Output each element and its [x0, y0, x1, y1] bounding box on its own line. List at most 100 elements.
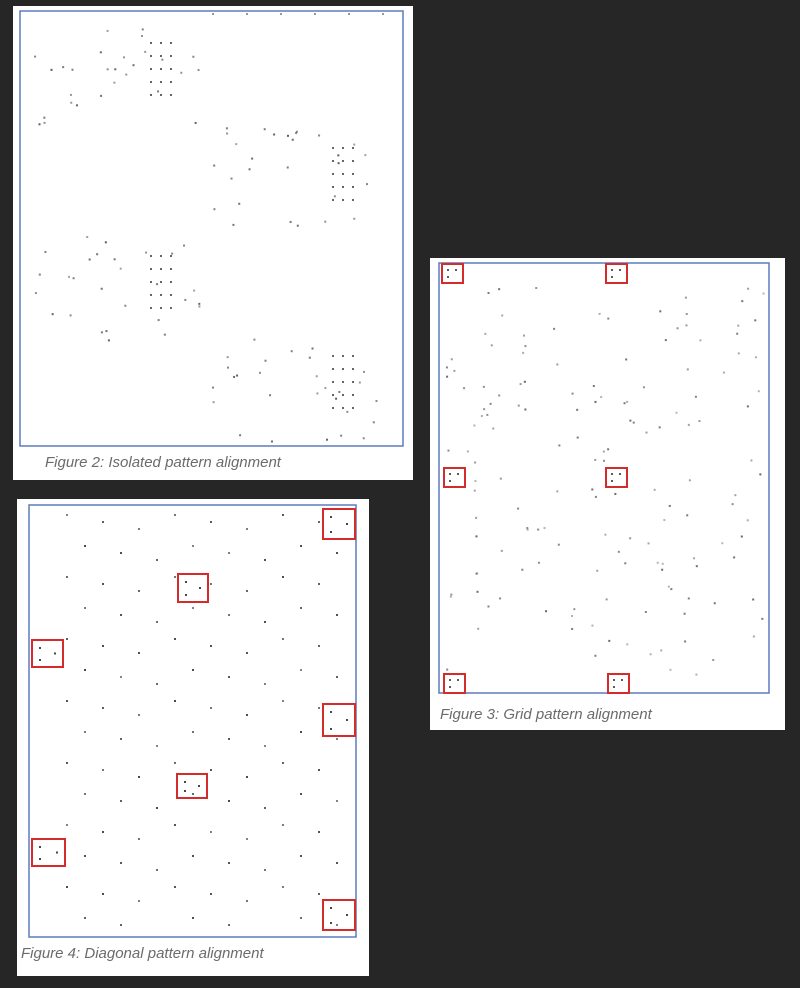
pattern-dot [264, 359, 267, 362]
pattern-dot [286, 134, 289, 137]
pattern-dot [686, 368, 689, 371]
pattern-dot [226, 356, 229, 359]
pattern-dot [213, 208, 216, 211]
pattern-dot [246, 776, 248, 778]
pattern-dot [318, 707, 320, 709]
pattern-dot [160, 307, 162, 309]
pattern-dot [318, 134, 321, 137]
pattern-dot [282, 576, 284, 578]
pattern-dot [499, 597, 502, 600]
pattern-dot [687, 597, 690, 600]
pattern-dot [330, 531, 332, 533]
pattern-dot [713, 602, 716, 605]
pattern-dot [160, 281, 162, 283]
pattern-dot [228, 738, 230, 740]
pattern-dot [449, 686, 451, 688]
pattern-dot [183, 244, 186, 247]
pattern-dot [251, 157, 254, 160]
pattern-dot [647, 542, 650, 545]
pattern-dot [571, 614, 574, 617]
pattern-dot [212, 13, 214, 15]
pattern-dot [483, 408, 486, 411]
alignment-highlight-box [443, 467, 466, 488]
pattern-dot [295, 132, 298, 135]
pattern-dot [603, 459, 606, 462]
pattern-dot [156, 283, 159, 286]
pattern-dot [239, 434, 242, 437]
pattern-dot [457, 473, 459, 475]
pattern-dot [611, 276, 613, 278]
pattern-dot [246, 590, 248, 592]
pattern-dot [66, 638, 68, 640]
pattern-dot [157, 319, 160, 322]
pattern-dot [43, 121, 46, 124]
pattern-dot [522, 351, 525, 354]
pattern-dot [591, 624, 594, 627]
pattern-dot [613, 679, 615, 681]
alignment-highlight-box [322, 899, 356, 931]
alignment-highlight-box [177, 573, 209, 603]
pattern-dot [761, 617, 764, 620]
pattern-dot [453, 369, 456, 372]
pattern-dot [157, 90, 160, 93]
pattern-dot [282, 638, 284, 640]
pattern-dot [450, 358, 453, 361]
pattern-dot [338, 391, 341, 394]
pattern-dot [487, 605, 490, 608]
pattern-dot [300, 855, 302, 857]
pattern-dot [658, 426, 661, 429]
pattern-dot [342, 160, 344, 162]
pattern-dot [84, 607, 86, 609]
pattern-dot [466, 450, 469, 453]
pattern-dot [737, 324, 740, 327]
pattern-dot [291, 138, 294, 141]
pattern-dot [591, 488, 594, 491]
pattern-dot [228, 676, 230, 678]
pattern-dot [676, 327, 679, 330]
pattern-dot [332, 147, 334, 149]
pattern-dot [253, 338, 256, 341]
pattern-dot [342, 186, 344, 188]
pattern-dot [517, 404, 520, 407]
pattern-dot [712, 659, 715, 662]
pattern-dot [332, 407, 334, 409]
pattern-dot [141, 28, 144, 31]
pattern-dot [263, 128, 266, 131]
pattern-dot [96, 253, 99, 256]
pattern-dot [156, 869, 158, 871]
pattern-dot [246, 838, 248, 840]
pattern-dot [69, 314, 72, 317]
pattern-dot [99, 51, 102, 54]
pattern-dot [88, 258, 91, 261]
figure-4-panel: Figure 4: Diagonal pattern alignment [17, 499, 369, 976]
pattern-dot [594, 458, 597, 461]
pattern-dot [197, 69, 200, 72]
pattern-dot [150, 268, 152, 270]
pattern-dot [621, 679, 623, 681]
pattern-dot [145, 251, 148, 254]
pattern-dot [180, 71, 183, 74]
pattern-dot [623, 402, 626, 405]
pattern-dot [113, 258, 116, 261]
pattern-dot [571, 628, 574, 631]
pattern-dot [474, 461, 477, 464]
pattern-dot [342, 355, 344, 357]
pattern-dot [602, 450, 605, 453]
pattern-dot [752, 635, 755, 638]
pattern-dot [69, 93, 72, 96]
pattern-dot [84, 669, 86, 671]
pattern-dot [185, 594, 187, 596]
pattern-dot [382, 13, 384, 15]
pattern-dot [228, 924, 230, 926]
pattern-dot [754, 319, 757, 322]
pattern-dot [120, 862, 122, 864]
pattern-dot [594, 654, 597, 657]
pattern-dot [212, 401, 215, 404]
pattern-dot [192, 669, 194, 671]
figure-3-caption: Figure 3: Grid pattern alignment [440, 706, 652, 723]
alignment-highlight-box [605, 467, 628, 488]
figure-4-caption: Figure 4: Diagonal pattern alignment [21, 945, 264, 962]
pattern-dot [619, 269, 621, 271]
pattern-dot [318, 583, 320, 585]
pattern-dot [316, 392, 319, 395]
